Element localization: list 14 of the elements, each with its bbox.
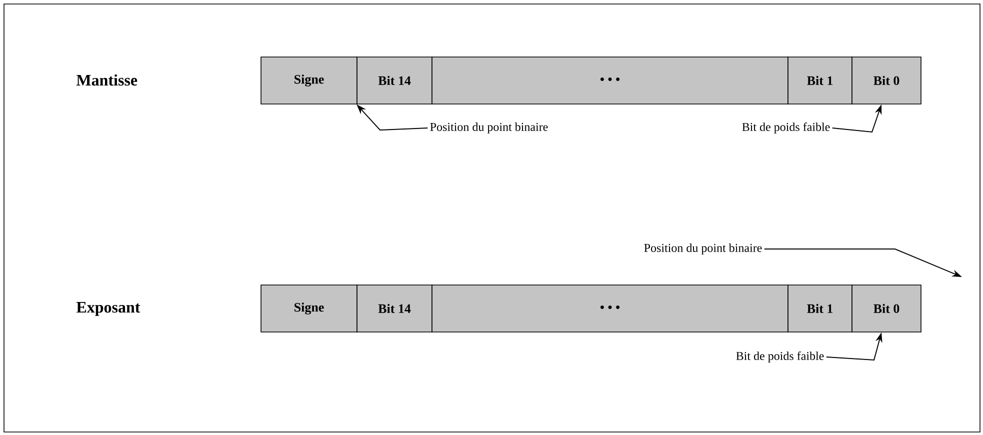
row-label: Mantisse xyxy=(76,74,138,86)
bit-cell: Bit 1 xyxy=(788,284,852,332)
bit-cell: Bit 1 xyxy=(788,56,852,104)
bit-cell: Signe xyxy=(260,284,358,332)
annotation-text: Position du point binaire xyxy=(430,122,548,134)
annotation-text: Position du point binaire xyxy=(644,244,762,254)
bit-cell: Signe xyxy=(260,56,358,104)
annotation-text: Bit de poids faible xyxy=(736,351,824,362)
bit-cell: Bit 14 xyxy=(356,56,432,104)
annotation-text: Bit de poids faible xyxy=(742,122,830,134)
bit-cell: Bit 0 xyxy=(852,284,922,332)
bit-cell: Bit 0 xyxy=(852,56,922,104)
bit-cell: Bit 14 xyxy=(356,284,432,332)
row-label: Exposant xyxy=(76,302,140,316)
